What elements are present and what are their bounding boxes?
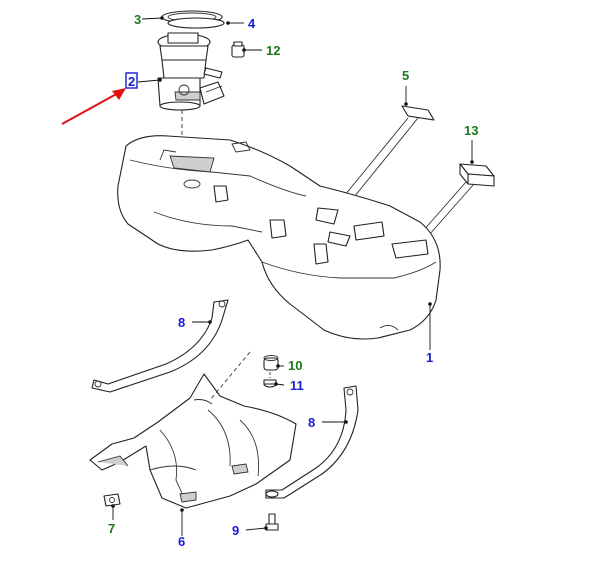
part-9-bolt[interactable] bbox=[265, 490, 279, 531]
part-2-fuel-pump-module[interactable] bbox=[157, 32, 225, 111]
part-6-heat-shield[interactable] bbox=[89, 373, 297, 509]
callout-6[interactable]: 6 bbox=[178, 534, 185, 549]
part-1-fuel-tank[interactable] bbox=[117, 135, 441, 340]
callout-11[interactable]: 11 bbox=[290, 378, 304, 393]
callout-8-right[interactable]: 8 bbox=[308, 415, 315, 430]
part-12-valve-grommet[interactable] bbox=[231, 41, 245, 58]
part-7-clip-nut[interactable] bbox=[103, 493, 121, 507]
part-8-tank-strap-left[interactable] bbox=[91, 299, 229, 393]
callout-7[interactable]: 7 bbox=[108, 521, 115, 536]
callout-1[interactable]: 1 bbox=[426, 350, 433, 365]
callout-12[interactable]: 12 bbox=[266, 43, 280, 58]
pad-5-install-line bbox=[335, 117, 409, 207]
callout-4[interactable]: 4 bbox=[248, 16, 256, 31]
callout-3[interactable]: 3 bbox=[134, 12, 141, 27]
callout-2-selection-box bbox=[125, 72, 138, 89]
callout-10[interactable]: 10 bbox=[288, 358, 302, 373]
part-11-nut[interactable] bbox=[263, 379, 277, 388]
part-5-insulator-pad[interactable] bbox=[401, 105, 435, 121]
callout-13[interactable]: 13 bbox=[464, 123, 478, 138]
callout-5[interactable]: 5 bbox=[402, 68, 409, 83]
callout-9[interactable]: 9 bbox=[232, 523, 239, 538]
part-10-rubber-mount[interactable] bbox=[263, 355, 279, 371]
callout-8-left[interactable]: 8 bbox=[178, 315, 185, 330]
leader-lines bbox=[111, 16, 474, 536]
selection-pointer-arrow bbox=[61, 88, 126, 125]
part-4-lock-ring[interactable] bbox=[167, 17, 225, 29]
part-13-insulator-pad[interactable] bbox=[459, 163, 495, 187]
callout-2[interactable]: 2 bbox=[128, 74, 135, 89]
